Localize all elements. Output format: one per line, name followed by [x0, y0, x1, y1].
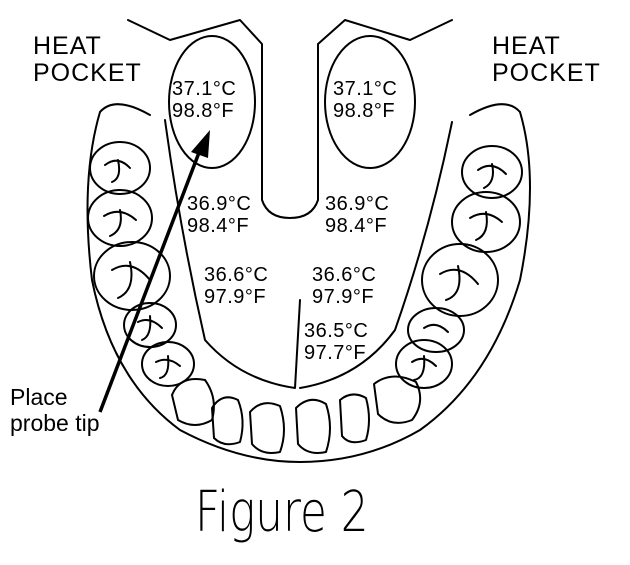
tooth [211, 396, 244, 446]
temp-fahrenheit: 97.9°F [312, 285, 375, 308]
heat-pocket-left-line2: POCKET [33, 59, 142, 87]
probe-instruction-line1: Place [10, 384, 68, 410]
temp-pocket-left: 37.1°C 98.8°F [172, 78, 237, 122]
temp-middle-left: 36.6°C 97.9°F [204, 264, 269, 308]
tooth [451, 191, 521, 253]
tongue-outline-right [299, 121, 453, 389]
temp-celsius: 36.5°C [304, 320, 369, 342]
figure-caption: Figure 2 [195, 480, 369, 545]
probe-instruction-label: Place probe tip [10, 384, 100, 437]
lip-outline [127, 19, 453, 219]
temp-fahrenheit: 97.7°F [304, 341, 367, 364]
temp-upper-right: 36.9°C 98.4°F [325, 193, 390, 237]
tooth [87, 189, 153, 247]
tooth [407, 307, 465, 353]
temp-middle-right: 36.6°C 97.9°F [312, 264, 377, 308]
probe-arrow-line [98, 149, 202, 413]
heat-pocket-right-label: HEAT POCKET [492, 33, 601, 87]
gum-inner-right [469, 103, 521, 116]
temp-celsius: 37.1°C [333, 78, 398, 100]
tooth [339, 393, 370, 444]
gum-outer-outline [86, 111, 531, 463]
temp-fahrenheit: 98.8°F [333, 99, 396, 122]
temp-fahrenheit: 98.4°F [187, 214, 250, 237]
tooth [373, 375, 422, 424]
tooth [421, 243, 499, 317]
heat-pocket-left-ellipse [168, 35, 256, 169]
temp-celsius: 36.9°C [325, 193, 390, 215]
temp-fahrenheit: 98.8°F [172, 99, 235, 122]
temp-celsius: 36.9°C [187, 193, 252, 215]
heat-pocket-right-ellipse [324, 35, 416, 169]
temp-celsius: 36.6°C [312, 264, 377, 286]
heat-pocket-left-label: HEAT POCKET [33, 33, 142, 87]
temp-fahrenheit: 98.4°F [325, 214, 388, 237]
heat-pocket-left-line1: HEAT [33, 32, 102, 60]
tooth [89, 141, 151, 195]
gum-inner-left [99, 103, 151, 116]
tooth [171, 378, 215, 426]
tooth [249, 402, 285, 454]
tooth [141, 341, 195, 387]
temp-celsius: 36.6°C [204, 264, 269, 286]
temp-front-right: 36.5°C 97.7°F [304, 320, 369, 364]
tooth [395, 339, 453, 389]
temp-fahrenheit: 97.9°F [204, 285, 267, 308]
temp-pocket-right: 37.1°C 98.8°F [333, 78, 398, 122]
temp-celsius: 37.1°C [172, 78, 237, 100]
temp-upper-left: 36.9°C 98.4°F [187, 193, 252, 237]
tooth [295, 398, 331, 454]
probe-instruction-line2: probe tip [10, 410, 100, 437]
tongue-outline [164, 119, 301, 389]
heat-pocket-right-line2: POCKET [492, 59, 601, 87]
heat-pocket-right-line1: HEAT [492, 32, 561, 60]
probe-arrow-head [191, 130, 210, 158]
tooth [461, 145, 523, 199]
